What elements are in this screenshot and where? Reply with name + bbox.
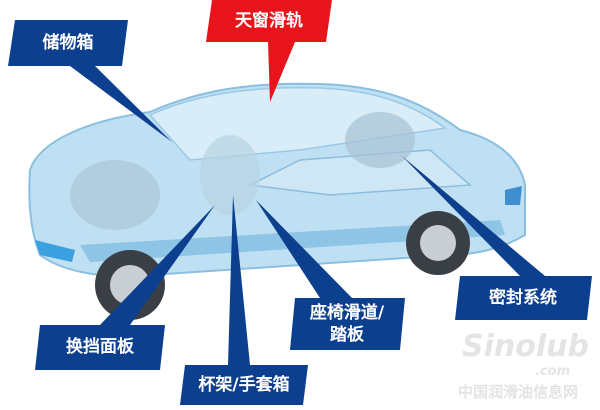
label-seat-rail-pedal: 座椅滑道/ 踏板 [292,302,402,346]
label-sunroof-rail: 天窗滑轨 [235,11,303,31]
watermark-domain: .com [535,364,571,379]
watermark-logo: Sinolub [462,329,589,364]
rear-wheel [406,211,470,275]
watermark-site: 中国润滑油信息网 [458,383,579,401]
label-storage-box: 储物箱 [42,33,94,53]
label-cup-holder-glovebox: 杯架/手套箱 [198,375,290,395]
seat [200,135,260,215]
car-headlight [35,240,75,262]
cup-holder-callout [180,195,308,405]
sealing-system-callout [402,156,592,320]
storage-box-callout [8,20,172,142]
engine-block [70,160,160,230]
label-sealing-system: 密封系统 [489,288,557,308]
car-side-windows [247,149,472,196]
car-taillight [505,186,522,205]
seat-rail-callout [256,200,405,350]
label-seat-rail-line1: 座椅滑道/ [309,303,385,323]
label-seat-rail-line2: 踏板 [330,325,364,345]
shift-panel-callout [35,205,215,370]
sunroof-rail-callout [206,0,332,102]
rear-seat [345,112,415,168]
label-shift-panel: 换挡面板 [66,337,134,357]
